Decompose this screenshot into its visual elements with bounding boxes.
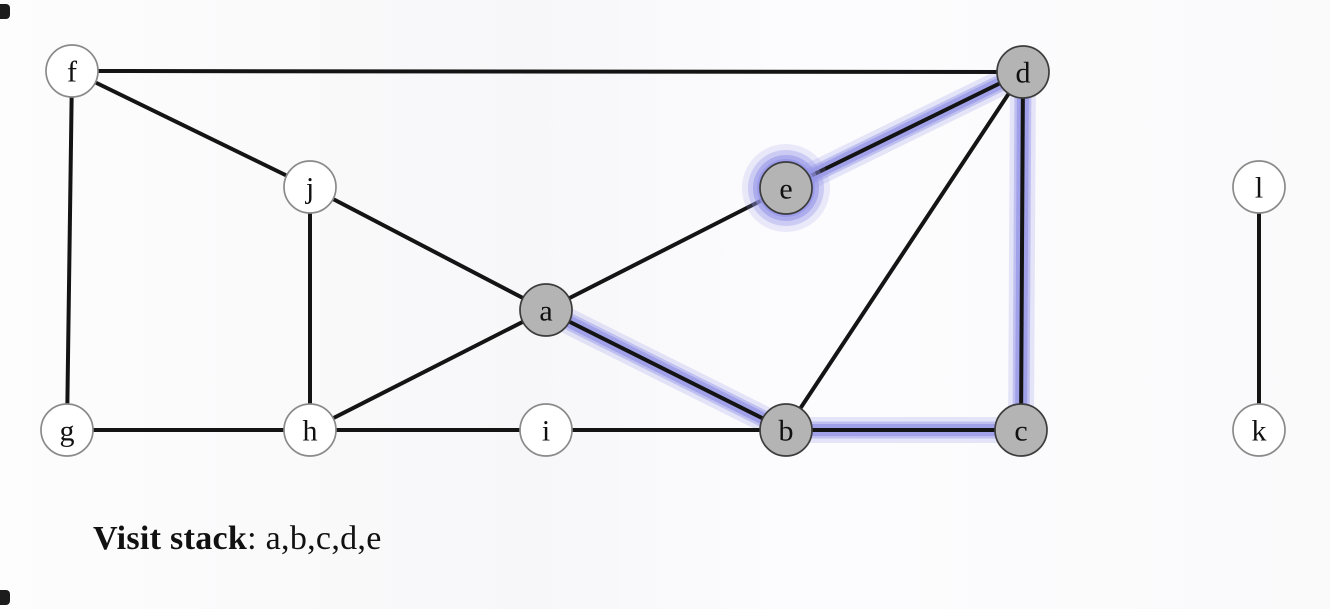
- graph-node-label-i: i: [542, 415, 550, 448]
- graph-node-f: [45, 44, 99, 98]
- graph-node-label-j: j: [305, 172, 314, 205]
- graph-edge-a-e: [545, 186, 787, 312]
- corner-mark-top-left: [0, 4, 10, 19]
- graph-node-label-l: l: [1255, 172, 1263, 205]
- graph-edge-c-d: [1019, 71, 1025, 431]
- graph-edge-f-j: [71, 69, 311, 189]
- graph-node-b: [759, 403, 813, 457]
- graph-node-a: [519, 283, 573, 337]
- graph-edge-f-d: [71, 69, 1024, 74]
- graph-node-j: [283, 160, 337, 214]
- graph-node-label-b: b: [779, 415, 794, 448]
- corner-mark-bottom-left: [0, 590, 10, 605]
- graph-node-d: [996, 45, 1050, 99]
- graph-edge-e-d: [785, 70, 1024, 190]
- graph-node-label-e: e: [779, 173, 792, 206]
- graph-node-l: [1232, 160, 1286, 214]
- graph-edge-f-g: [65, 70, 74, 431]
- graph-node-h: [283, 403, 337, 457]
- graph-node-label-f: f: [67, 56, 77, 89]
- graph-node-label-a: a: [539, 295, 552, 328]
- graph-edge-a-b: [545, 308, 787, 432]
- graph-node-i: [519, 403, 573, 457]
- graph-node-label-c: c: [1014, 415, 1027, 448]
- graph-node-label-h: h: [303, 415, 318, 448]
- graph-node-g: [40, 403, 94, 457]
- graph-node-k: [1232, 403, 1286, 457]
- graph-edge-a-h: [309, 308, 547, 432]
- graph-node-label-k: k: [1252, 415, 1267, 448]
- visit-stack-caption: Visit stack: a,b,c,d,e: [93, 520, 382, 558]
- graph-edge-b-d: [784, 70, 1025, 432]
- visit-stack-value: : a,b,c,d,e: [247, 520, 382, 557]
- graph-edge-j-a: [309, 185, 547, 312]
- graph-node-label-d: d: [1016, 57, 1031, 90]
- graph-node-label-g: g: [60, 415, 75, 448]
- visit-stack-label: Visit stack: [93, 520, 248, 557]
- graph-node-e: [759, 161, 813, 215]
- graph-node-c: [994, 403, 1048, 457]
